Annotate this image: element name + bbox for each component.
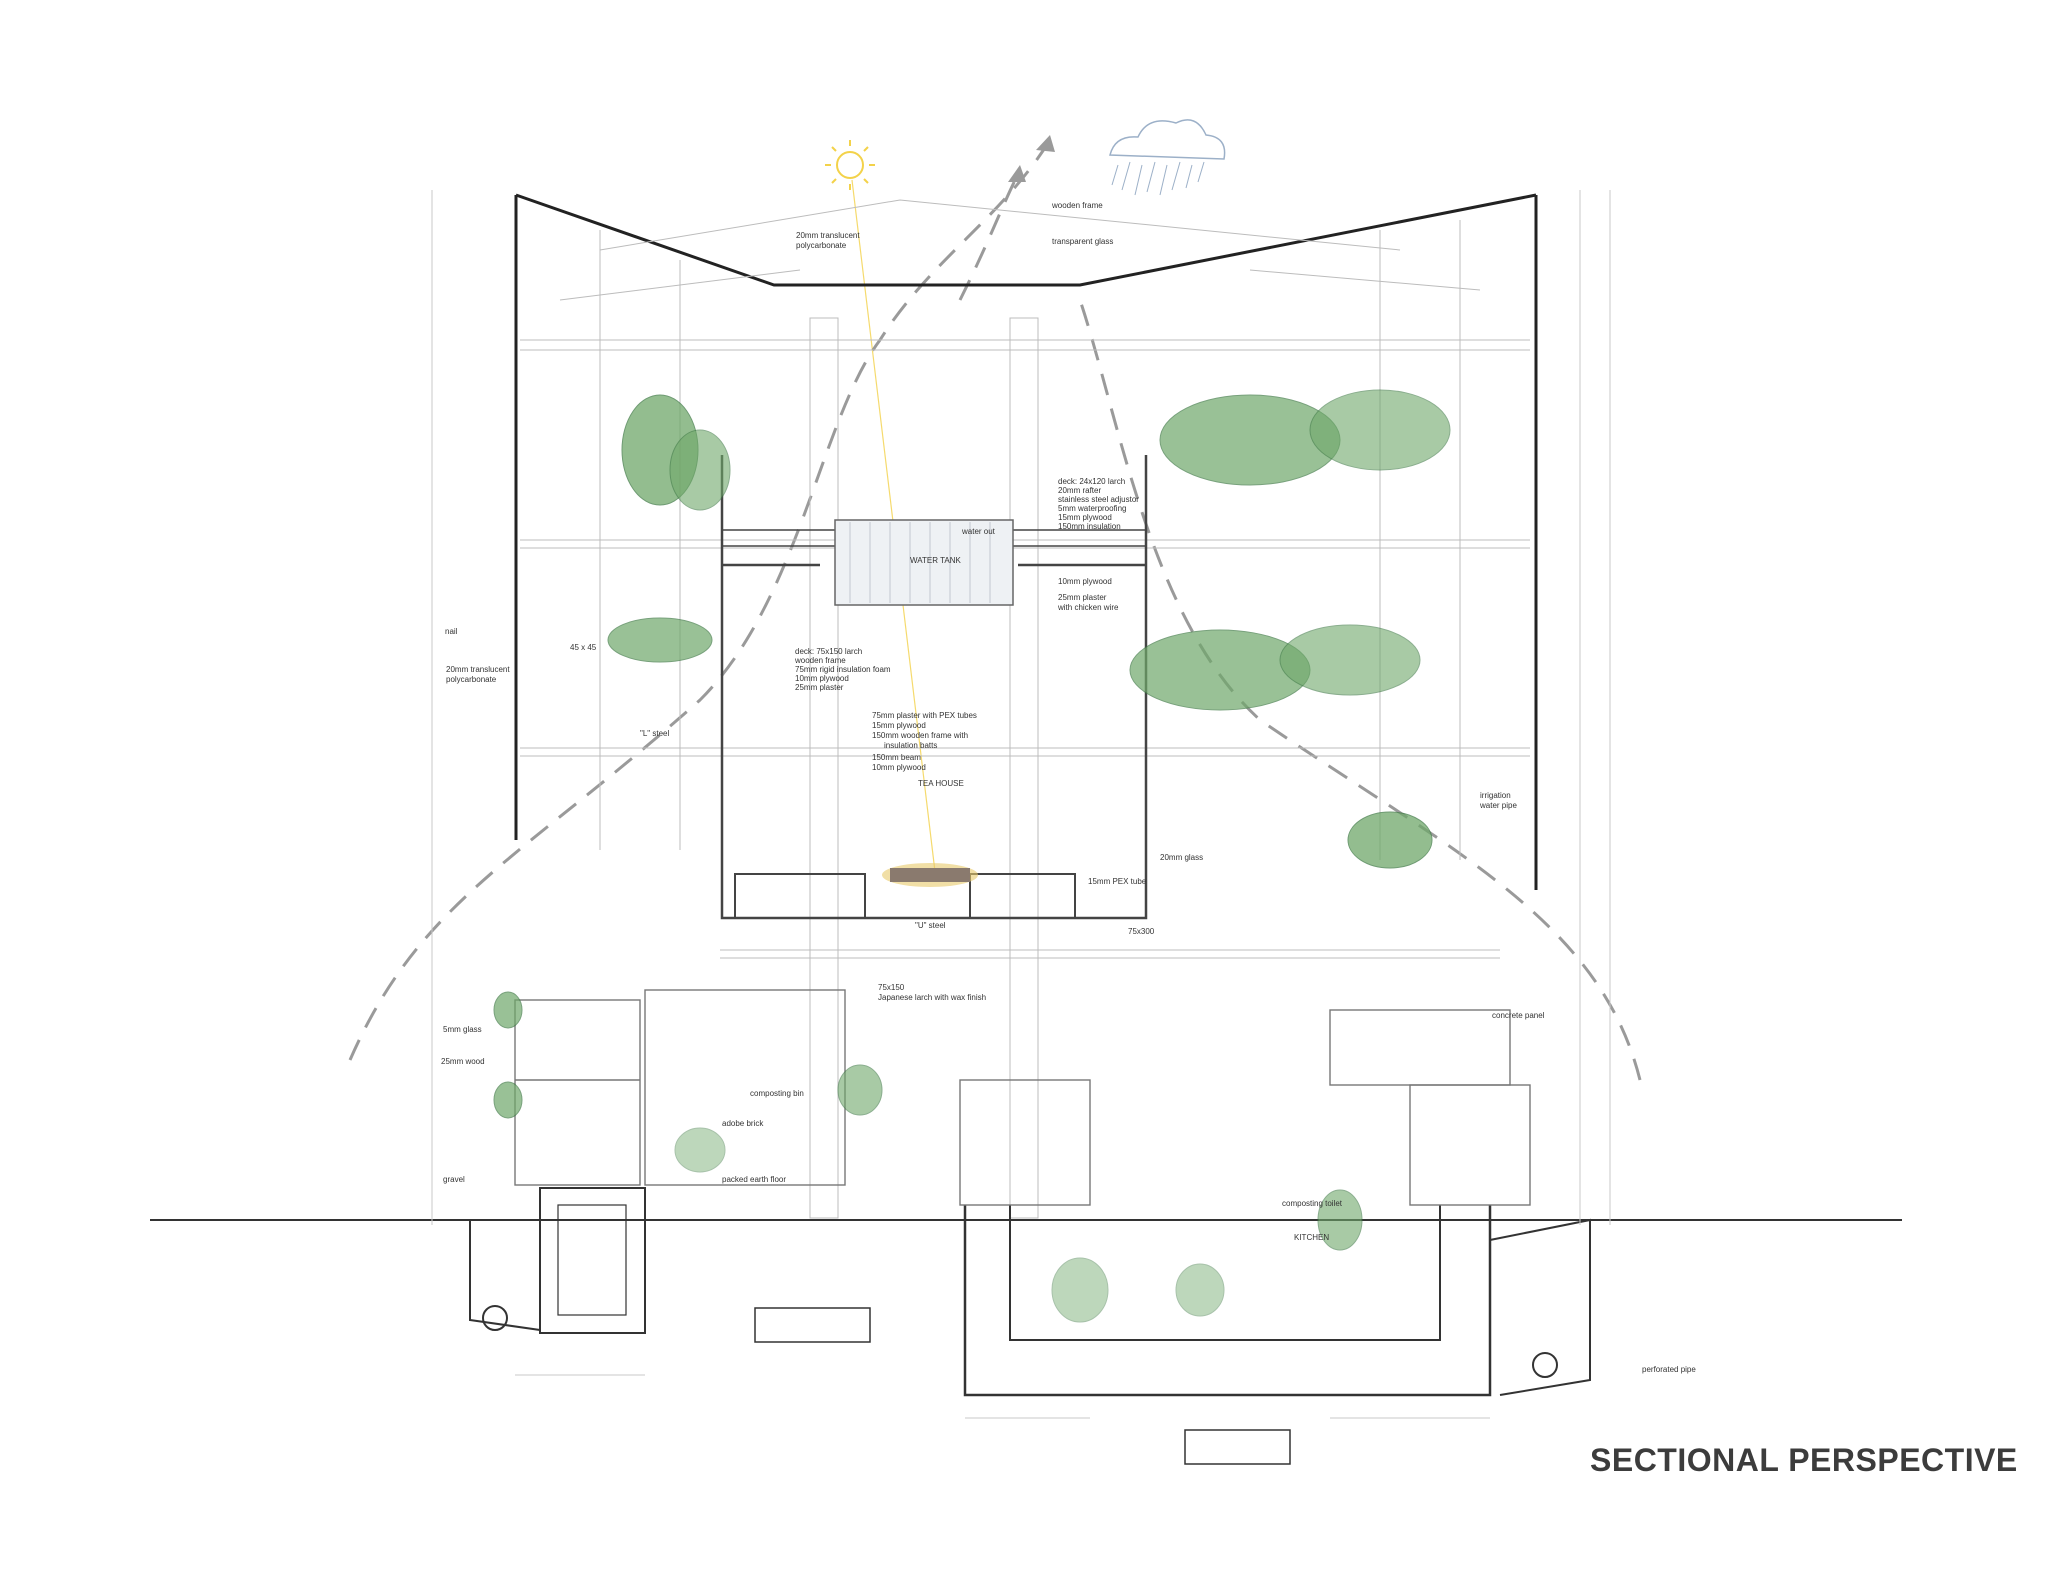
label-tea-5: 150mm beam: [872, 753, 921, 762]
label-plaster-2: with chicken wire: [1057, 603, 1119, 612]
label-poly-left-1: 20mm translucent: [446, 665, 510, 674]
label-deck-l2: wooden frame: [794, 656, 846, 665]
label-u-steel: "U" steel: [915, 921, 946, 930]
label-larch-2: Japanese larch with wax finish: [878, 993, 986, 1002]
label-deck-r6: 150mm insulation: [1058, 522, 1121, 531]
label-kitchen: KITCHEN: [1294, 1233, 1329, 1242]
label-ply-10: 10mm plywood: [1058, 577, 1112, 586]
label-water-out: water out: [961, 527, 996, 536]
label-irrigation-1: irrigation: [1480, 791, 1511, 800]
label-pex-15: 15mm PEX tube: [1088, 877, 1147, 886]
label-deck-l5: 25mm plaster: [795, 683, 844, 692]
label-poly-left-2: polycarbonate: [446, 675, 497, 684]
label-larch-1: 75x150: [878, 983, 905, 992]
label-deck-r2: 20mm rafter: [1058, 486, 1101, 495]
label-tea-3: 150mm wooden frame with: [872, 731, 968, 740]
cloud-rain-icon: [1109, 119, 1226, 196]
label-deck-l4: 10mm plywood: [795, 674, 849, 683]
label-packed-earth: packed earth floor: [722, 1175, 786, 1184]
label-tea-4: insulation batts: [884, 741, 937, 750]
label-wooden-frame: wooden frame: [1051, 201, 1103, 210]
label-l-steel: "L" steel: [640, 729, 669, 738]
label-tea-house: TEA HOUSE: [918, 779, 964, 788]
label-wood-25: 25mm wood: [441, 1057, 485, 1066]
label-composting-bin: composting bin: [750, 1089, 804, 1098]
label-tea-6: 10mm plywood: [872, 763, 926, 772]
label-deck-r4: 5mm waterproofing: [1058, 504, 1126, 513]
label-transparent-glass: transparent glass: [1052, 237, 1113, 246]
label-water-tank: WATER TANK: [910, 556, 961, 565]
label-glass-20: 20mm glass: [1160, 853, 1203, 862]
dimension-lines: [431, 190, 1611, 1419]
label-75x300: 75x300: [1128, 927, 1155, 936]
label-plaster-1: 25mm plaster: [1058, 593, 1107, 602]
roof-envelope: [514, 193, 1538, 890]
label-concrete-panel: concrete panel: [1492, 1011, 1545, 1020]
label-deck-l1: deck: 75x150 larch: [795, 647, 862, 656]
label-nail: nail: [445, 627, 458, 636]
structure-frame: [520, 199, 1530, 1219]
foundation-ground: [150, 1187, 1902, 1465]
label-composting-toilet: composting toilet: [1282, 1199, 1343, 1208]
label-poly-top-1: 20mm translucent: [796, 231, 860, 240]
label-irrigation-2: water pipe: [1479, 801, 1517, 810]
label-perforated-pipe: perforated pipe: [1642, 1365, 1696, 1374]
label-deck-r3: stainless steel adjustor: [1058, 495, 1139, 504]
label-gravel: gravel: [443, 1175, 465, 1184]
label-deck-l3: 75mm rigid insulation foam: [795, 665, 891, 674]
airflow-arrow-icon: [348, 139, 1642, 1081]
page-title: SECTIONAL PERSPECTIVE: [1590, 1442, 2018, 1478]
annotation-labels: wooden frame transparent glass 20mm tran…: [441, 201, 1696, 1374]
label-size-45: 45 x 45: [570, 643, 597, 652]
fire-pit: [882, 863, 978, 887]
label-glass-5: 5mm glass: [443, 1025, 482, 1034]
water-tank: [834, 519, 1014, 606]
label-tea-1: 75mm plaster with PEX tubes: [872, 711, 977, 720]
vegetation: [493, 389, 1451, 1323]
label-poly-top-2: polycarbonate: [796, 241, 847, 250]
label-deck-r5: 15mm plywood: [1058, 513, 1112, 522]
lower-walls: [514, 989, 1531, 1206]
label-tea-2: 15mm plywood: [872, 721, 926, 730]
label-adobe-brick: adobe brick: [722, 1119, 764, 1128]
label-deck-r1: deck: 24x120 larch: [1058, 477, 1125, 486]
